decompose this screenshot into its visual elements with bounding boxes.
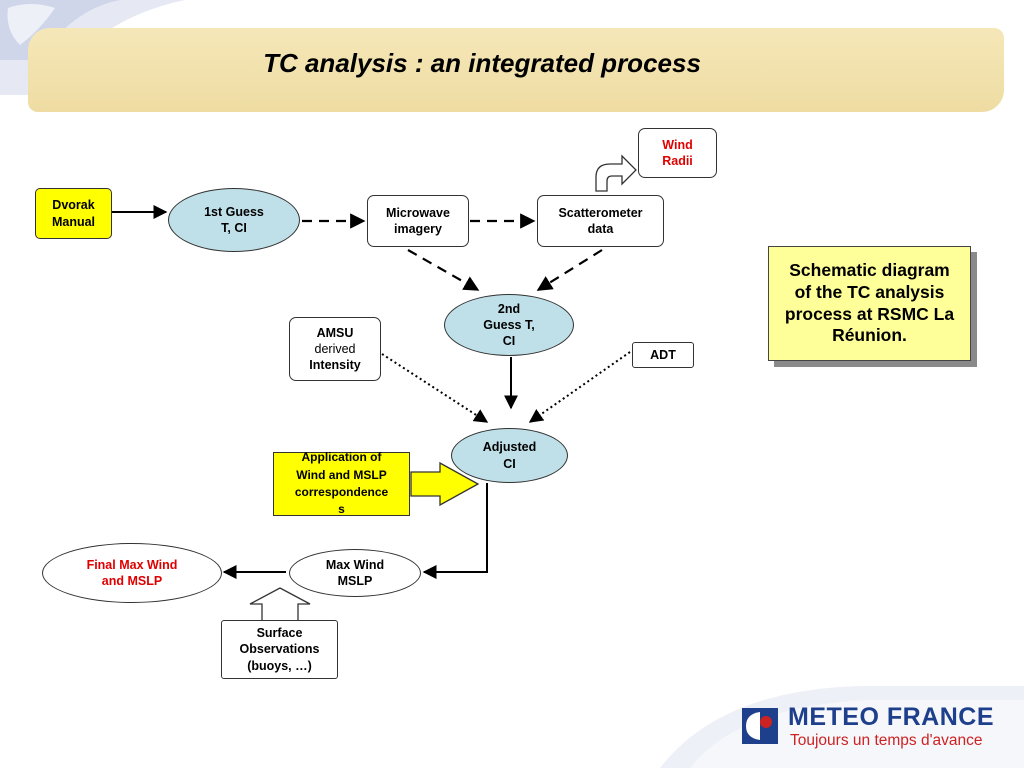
arrow-microwave-to-second-guess xyxy=(407,249,480,291)
slide-title: TC analysis : an integrated process xyxy=(263,48,701,78)
node-microwave-imagery: Microwave imagery xyxy=(367,195,469,247)
arrow-scatterometer-to-second-guess xyxy=(536,249,603,291)
amsu-intensity-label: Intensity xyxy=(309,358,361,373)
bent-arrow-wind-radii xyxy=(595,154,637,192)
arrow-adjusted-to-max-wind xyxy=(422,483,488,579)
meteo-france-logo-icon xyxy=(742,708,778,744)
node-dvorak-manual: Dvorak Manual xyxy=(35,188,112,239)
node-adjusted-ci: Adjusted CI xyxy=(451,428,568,483)
logo-slogan: Toujours un temps d'avance xyxy=(790,732,983,749)
node-scatterometer-data: Scatterometer data xyxy=(537,195,664,247)
node-final-max-wind: Final Max Wind and MSLP xyxy=(42,543,222,603)
amsu-label: AMSU xyxy=(316,325,354,340)
node-wind-radii: Wind Radii xyxy=(638,128,717,178)
title-band xyxy=(28,28,1004,112)
logo-name: METEO FRANCE xyxy=(788,703,994,731)
block-arrow-surface-obs xyxy=(249,587,311,622)
node-adt: ADT xyxy=(632,342,694,368)
node-second-guess: 2nd Guess T, CI xyxy=(444,294,574,356)
block-arrow-application xyxy=(410,461,480,507)
node-first-guess: 1st Guess T, CI xyxy=(168,188,300,252)
arrow-amsu-to-adjusted xyxy=(381,353,489,423)
schematic-note: Schematic diagram of the TC analysis pro… xyxy=(768,246,971,361)
node-amsu: AMSU derived Intensity xyxy=(289,317,381,381)
node-surface-observations: Surface Observations (buoys, …) xyxy=(221,620,338,679)
arrow-adt-to-adjusted xyxy=(528,351,631,423)
amsu-derived-label: derived xyxy=(314,341,356,356)
node-application-correspondences: Application of Wind and MSLP corresponde… xyxy=(273,450,410,516)
node-max-wind-mslp: Max Wind MSLP xyxy=(289,549,421,597)
